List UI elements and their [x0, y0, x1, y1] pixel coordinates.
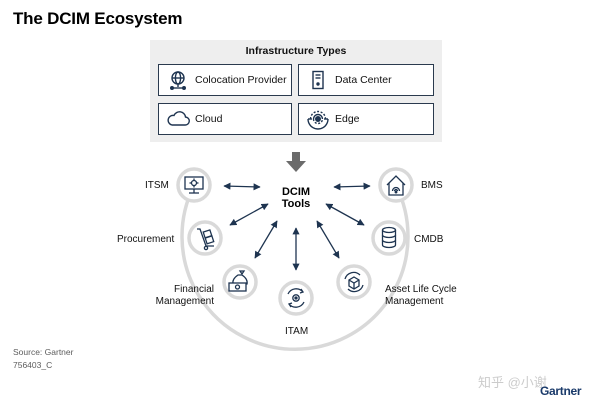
node-financial-management	[222, 264, 258, 300]
gartner-logo: Gartner	[540, 384, 582, 398]
infra-colocation-provider: Colocation Provider	[158, 64, 292, 96]
label-asset-line1: Asset Life Cycle	[385, 284, 457, 295]
arrow-itsm	[223, 182, 261, 191]
arrow-financial	[254, 220, 278, 259]
node-procurement	[187, 220, 223, 256]
hand-truck-icon	[197, 228, 215, 251]
edge-signal-icon	[305, 108, 331, 130]
node-asset-life-cycle	[336, 264, 372, 300]
label-cmdb: CMDB	[414, 234, 444, 245]
label-itam: ITAM	[285, 326, 309, 337]
node-itsm	[176, 167, 212, 203]
page-title: The DCIM Ecosystem	[13, 9, 183, 28]
arrow-cmdb	[325, 203, 365, 226]
label-financial-management: Financial Management	[150, 284, 214, 308]
down-arrow-icon	[286, 152, 306, 172]
cloud-icon	[165, 108, 191, 130]
node-itam	[278, 280, 314, 316]
infra-label: Data Center	[335, 74, 392, 86]
infrastructure-heading: Infrastructure Types	[245, 45, 347, 57]
connection-arrows	[223, 182, 371, 271]
infra-label: Edge	[335, 113, 360, 125]
infra-cloud: Cloud	[158, 103, 292, 135]
watermark: 知乎 @小谢	[478, 375, 547, 390]
infra-label: Colocation Provider	[195, 74, 287, 86]
building-signal-icon	[386, 175, 406, 196]
dcim-tools-label: DCIM Tools	[268, 186, 324, 210]
infra-data-center: Data Center	[298, 64, 434, 96]
ecosystem-ring	[180, 185, 410, 352]
monitor-gear-icon	[184, 176, 204, 194]
center-line1: DCIM	[281, 186, 311, 198]
arrow-procurement	[229, 203, 269, 226]
infra-edge: Edge	[298, 103, 434, 135]
money-bag-icon	[228, 270, 248, 292]
node-cmdb	[371, 220, 407, 256]
source-note: Source: Gartner 756403_C	[13, 346, 73, 372]
infra-label: Cloud	[195, 113, 223, 125]
globe-network-icon	[165, 69, 191, 91]
infrastructure-types-panel: Infrastructure Types Colocation Provider	[150, 40, 442, 142]
label-financial-line2: Management	[155, 296, 214, 307]
gear-cycle-icon	[287, 288, 305, 308]
node-bms	[378, 167, 414, 203]
arrow-bms	[333, 182, 371, 191]
server-tower-icon	[305, 69, 331, 91]
label-asset-life-cycle: Asset Life Cycle Management	[385, 284, 457, 308]
source-line: Source: Gartner	[13, 347, 74, 357]
cube-cycle-icon	[344, 271, 364, 293]
arrow-asset	[316, 220, 340, 259]
label-bms: BMS	[421, 180, 443, 191]
label-itsm: ITSM	[145, 180, 169, 191]
label-financial-line1: Financial	[173, 284, 214, 295]
label-asset-line2: Management	[385, 296, 444, 307]
center-line2: Tools	[281, 198, 311, 210]
figure-id: 756403_C	[13, 360, 53, 370]
database-icon	[381, 226, 397, 249]
label-procurement: Procurement	[117, 234, 175, 245]
